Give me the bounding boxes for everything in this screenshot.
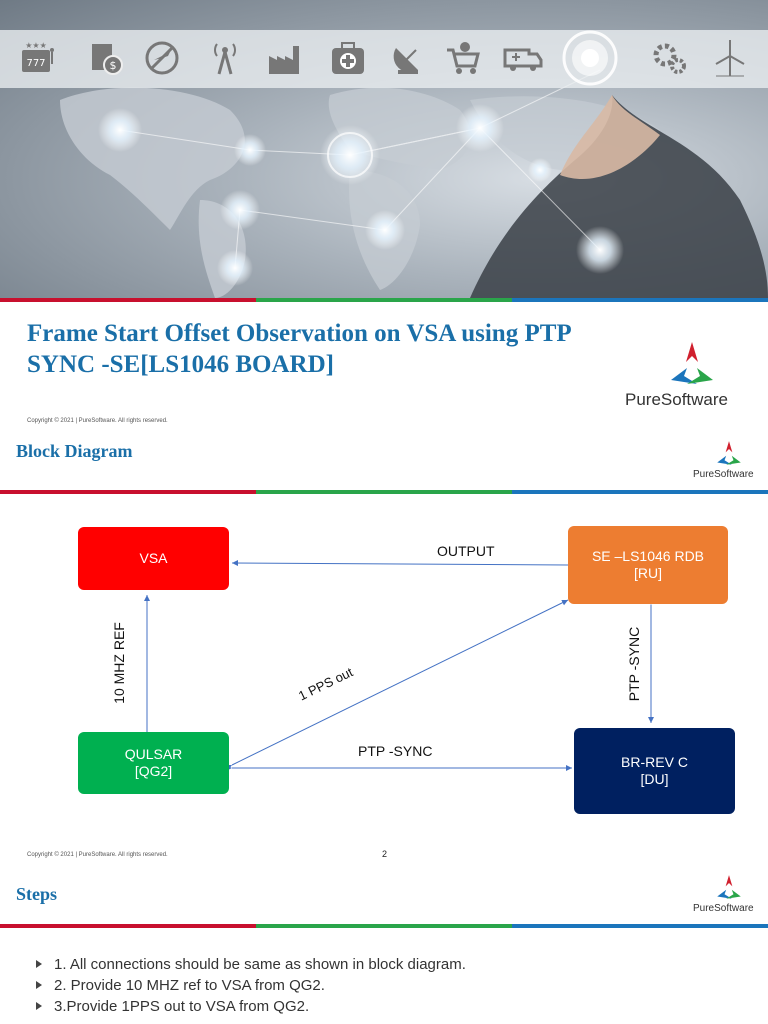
qulsar-block: QULSAR [QG2] [78,732,229,794]
se-ls1046-line1: SE –LS1046 RDB [591,548,705,564]
qulsar-line1: QULSAR [124,746,183,762]
copyright-text: Copyright © 2021 | PureSoftware. All rig… [27,418,168,424]
slide-title: Frame Start Offset Observation on VSA us… [27,320,571,378]
wind-turbine-icon [715,40,745,77]
puresoftware-logo: PureSoftware [625,340,755,412]
medical-kit-icon [332,42,364,74]
list-item: 1. All connections should be same as sho… [32,954,466,975]
target-icon [562,30,618,86]
page-number: 2 [382,849,388,859]
slot-machine-icon: 777 ★★★ [22,41,54,72]
puresoftware-logo-small: PureSoftware [690,874,766,918]
factory-icon [269,46,299,74]
qulsar-line2: [QG2] [134,763,173,779]
accent-bar [0,924,768,928]
step-text: 2. Provide 10 MHZ ref to VSA from QG2. [54,977,325,994]
industry-icon-band [0,30,768,88]
svg-text:777: 777 [26,58,45,69]
ptp-sync-vertical-label: PTP -SYNC [626,626,643,702]
hero-banner: 777 ★★★ $ [0,0,768,298]
se-ls1046-line2: [RU] [634,565,662,581]
puresoftware-logo-text: PureSoftware [693,903,754,914]
br-rev-c-block: BR-REV C [DU] [574,728,735,814]
ref-10mhz-label: 10 MHZ REF [110,622,127,704]
svg-text:★★★: ★★★ [25,41,47,50]
gears-icon [653,43,686,74]
accent-bar [0,298,768,302]
puresoftware-logo-mark-icon [671,342,713,384]
no-flight-icon [145,41,179,75]
list-item: 2. Provide 10 MHZ ref to VSA from QG2. [32,975,466,996]
world-map-image [60,69,768,298]
ptp-sync-horizontal-label: PTP -SYNC [358,743,433,759]
puresoftware-logo-mark-icon [717,441,741,465]
se-ls1046-block: SE –LS1046 RDB [RU] [568,526,728,604]
accent-bar [0,490,768,494]
puresoftware-logo-small: PureSoftware [690,440,766,484]
money-document-icon: $ [92,44,123,75]
antenna-icon [214,43,236,75]
bullet-triangle-icon [36,1002,42,1010]
satellite-dish-icon [393,48,418,74]
step-text: 3.Provide 1PPS out to VSA from QG2. [54,998,310,1015]
br-rev-c-line2: [DU] [640,771,669,787]
puresoftware-logo-text: PureSoftware [693,469,754,480]
list-item: 3.Provide 1PPS out to VSA from QG2. [32,996,466,1017]
puresoftware-logo-mark-icon [717,875,741,899]
svg-text:$: $ [110,59,117,72]
shopping-cart-icon [447,42,480,74]
br-rev-c-line1: BR-REV C [621,754,688,770]
step-text: 1. All connections should be same as sho… [54,956,466,973]
puresoftware-logo-text: PureSoftware [625,390,728,409]
ambulance-icon [503,48,543,71]
diagram-connectors [144,560,654,771]
block-diagram: VSA SE –LS1046 RDB [RU] QULSAR [QG2] BR-… [0,495,768,845]
block-diagram-heading: Block Diagram [16,441,133,461]
output-connector [231,560,569,567]
copyright-text: Copyright © 2021 | PureSoftware. All rig… [27,852,168,858]
vsa-block: VSA [78,527,229,590]
vsa-label: VSA [139,550,168,566]
bullet-triangle-icon [36,981,42,989]
output-label: OUTPUT [437,543,495,559]
steps-heading: Steps [16,884,58,904]
pps-connector [225,599,569,771]
bullet-triangle-icon [36,960,42,968]
steps-list: 1. All connections should be same as sho… [32,954,466,1017]
